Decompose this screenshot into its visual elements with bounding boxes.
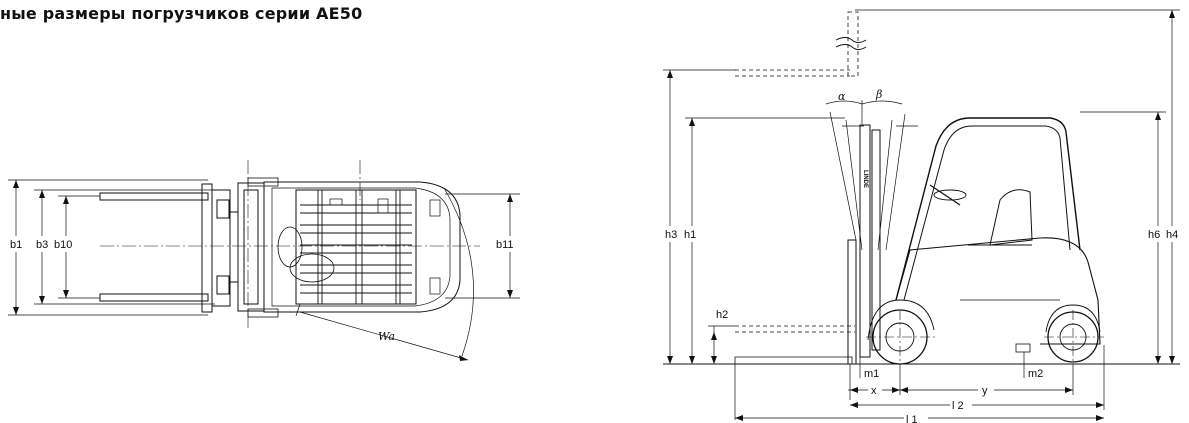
label-b10: b10 bbox=[54, 239, 72, 251]
label-y: y bbox=[982, 385, 988, 397]
label-wa: Wa bbox=[378, 330, 395, 343]
label-m2: m2 bbox=[1028, 368, 1043, 380]
label-b3: b3 bbox=[36, 239, 48, 251]
label-b11: b11 bbox=[496, 239, 514, 251]
label-l2: l 2 bbox=[952, 400, 964, 412]
label-alpha: α bbox=[838, 90, 846, 103]
label-l1: l 1 bbox=[906, 414, 918, 423]
brand-label: LINDE bbox=[862, 170, 868, 188]
label-h4: h4 bbox=[1166, 229, 1178, 241]
top-view-drawing bbox=[8, 160, 520, 361]
label-beta: β bbox=[875, 88, 882, 101]
label-h3: h3 bbox=[665, 229, 677, 241]
label-h1: h1 bbox=[684, 229, 696, 241]
page-title: ные размеры погрузчиков серии AE50 bbox=[0, 4, 363, 23]
label-x: x bbox=[871, 385, 877, 397]
label-h2: h2 bbox=[716, 309, 728, 321]
label-b1: b1 bbox=[10, 239, 22, 251]
side-view-drawing: LINDE bbox=[663, 9, 1180, 421]
label-m1: m1 bbox=[864, 368, 879, 380]
label-h6: h6 bbox=[1148, 229, 1160, 241]
